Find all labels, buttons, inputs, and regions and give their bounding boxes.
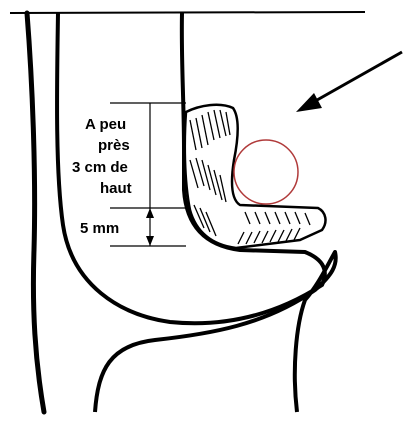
pointer-arrow	[296, 52, 402, 112]
height-label-line3: 3 cm de	[72, 159, 128, 176]
height-label-line4: haut	[100, 180, 132, 197]
height-label-line1: A peu	[85, 116, 126, 133]
height-label-line2: près	[98, 137, 130, 154]
top-border-line	[10, 12, 365, 13]
lower-outer-wall	[95, 252, 336, 412]
gap-label: 5 mm	[80, 220, 119, 237]
left-outer-wall	[27, 13, 44, 412]
ball-circle	[234, 140, 298, 204]
